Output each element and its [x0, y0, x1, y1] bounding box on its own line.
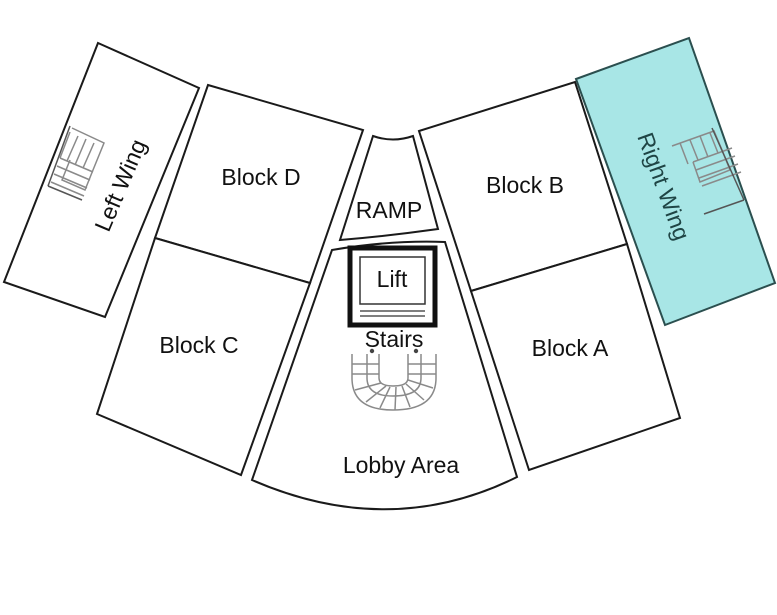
right-wing-room[interactable]: Right Wing: [574, 36, 777, 327]
left-wing-stairs-icon: [47, 125, 105, 201]
lift-box[interactable]: Lift: [347, 245, 438, 328]
block-a-label: Block A: [532, 335, 609, 361]
right-wing-stairs-icon: [671, 127, 745, 215]
ramp-room[interactable]: RAMP: [338, 134, 440, 242]
left-wing-room[interactable]: Left Wing: [2, 41, 201, 319]
block-b-room[interactable]: Block B: [417, 80, 629, 293]
block-b-label: Block B: [486, 172, 564, 198]
block-d-label: Block D: [221, 164, 300, 190]
lift-label: Lift: [377, 266, 408, 292]
lobby-area-label: Lobby Area: [343, 452, 460, 478]
block-c-label: Block C: [159, 332, 238, 358]
block-c-room[interactable]: Block C: [95, 236, 312, 477]
lobby-area-room[interactable]: Lift Stairs Lobby Area: [250, 240, 519, 511]
block-a-room[interactable]: Block A: [469, 242, 682, 472]
ramp-label: RAMP: [356, 197, 422, 223]
stairs-label: Stairs: [365, 326, 424, 352]
spiral-stairs-icon: [351, 348, 437, 411]
